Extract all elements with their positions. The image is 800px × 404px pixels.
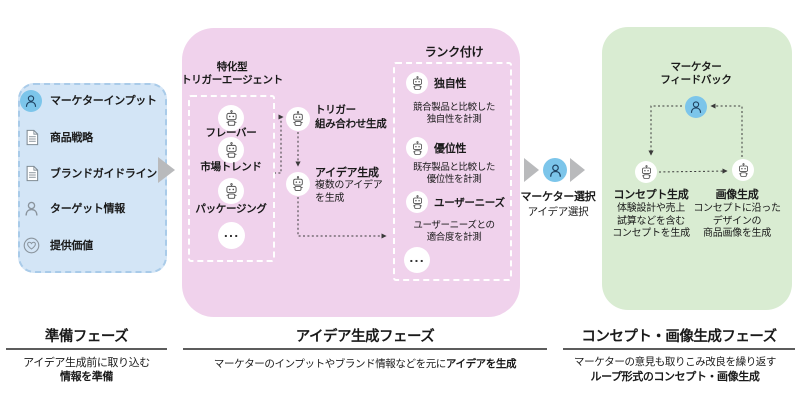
arrow-idea-to-selection [524, 158, 539, 182]
idea-phase-rule [183, 348, 547, 350]
idea-phase-title: アイデア生成フェーズ [295, 329, 435, 345]
agent-label: フレーバー [205, 127, 257, 139]
criterion-node [406, 72, 428, 94]
prep-phase-title: 準備フェーズ [44, 329, 129, 345]
robot-icon [639, 165, 654, 180]
criterion-node [406, 137, 428, 159]
ranking-more-node: ... [404, 247, 430, 273]
trigger-combo-label: トリガー 組み合わせ生成 [315, 104, 387, 130]
criterion-desc: ユーザーニーズとの 適合度を計測 [413, 220, 495, 243]
idea-gen-node [286, 172, 310, 196]
prep-phase-desc: アイデア生成前に取り込む 情報を準備 [23, 356, 150, 383]
image-gen-desc: コンセプトに沿った デザインの 商品画像を生成 [693, 203, 781, 239]
selection-title: マーケター選択 [520, 190, 596, 203]
feedback-title: マーケター フィードバック [660, 61, 732, 86]
robot-icon [410, 76, 425, 91]
ranking-title: ランク付け [424, 45, 484, 59]
feedback-avatar-icon [685, 96, 707, 118]
agent-label: パッケージング [195, 203, 267, 215]
criterion-desc: 競合製品と比較した 独自性を計測 [413, 102, 495, 125]
idea-gen-label: アイデア生成 複数のアイデア を生成 [315, 166, 383, 204]
connector-feedback-to-concept [648, 105, 682, 156]
heart-icon [22, 236, 41, 259]
person-icon [22, 199, 41, 222]
robot-icon [410, 141, 425, 156]
prep-item-label: 商品戦略 [50, 131, 93, 144]
robot-icon [290, 111, 306, 127]
connector-concept-to-image [658, 168, 728, 174]
document-icon [23, 164, 41, 187]
arrow-selection-to-concept [570, 158, 585, 182]
robot-icon [290, 176, 306, 192]
phase-arrows [158, 157, 585, 183]
concept-gen-node [635, 161, 657, 183]
criterion-label: ユーザーニーズ [434, 197, 505, 209]
ranking-group [393, 62, 512, 281]
prep-item-label: 提供価値 [50, 239, 93, 252]
trigger-agents-title: 特化型 トリガーエージェント [181, 61, 283, 86]
agent-label: 市場トレンド [200, 161, 262, 173]
concept-phase-desc: マーケターの意見も取りこみ改良を繰り返す ループ形式のコンセプト・画像生成 [574, 356, 776, 383]
prep-item-label: マーケターインプット [50, 94, 157, 107]
criterion-label: 優位性 [434, 142, 467, 155]
ellipsis: ... [409, 251, 425, 265]
idea-phase-panel [182, 28, 520, 317]
agents-more-node: ... [218, 222, 245, 249]
criterion-node [406, 191, 428, 213]
prep-item-label: ブランドガイドライン [50, 167, 157, 180]
connector-idea-to-ranking [297, 197, 387, 239]
robot-icon [223, 183, 240, 200]
prep-phase-panel [18, 83, 167, 273]
trigger-agents-group [188, 95, 275, 262]
connector-image-to-feedback [710, 103, 743, 157]
selection-subtitle: アイデア選択 [527, 206, 589, 218]
prep-item-label: ターゲット情報 [50, 202, 125, 215]
image-gen-title: 画像生成 [715, 188, 759, 201]
prep-phase-rule [6, 348, 167, 350]
concept-phase-panel [602, 27, 792, 310]
image-gen-node [732, 159, 754, 181]
marketer-avatar-icon [20, 90, 42, 112]
agent-node [218, 137, 244, 163]
ellipsis: ... [223, 227, 240, 240]
agent-node [218, 178, 244, 204]
criterion-desc: 既存製品と比較した 優位性を計測 [413, 162, 495, 185]
concept-gen-desc: 体験設計や売上 試算などを含む コンセプトを生成 [612, 203, 690, 239]
selection-avatar-icon [543, 158, 567, 182]
criterion-label: 独自性 [434, 77, 467, 90]
robot-icon [223, 110, 240, 127]
agent-node [218, 105, 244, 131]
trigger-combo-node [286, 107, 310, 131]
robot-icon [736, 163, 751, 178]
robot-icon [223, 142, 240, 159]
concept-phase-rule [563, 348, 795, 350]
concept-phase-title: コンセプト・画像生成フェーズ [581, 329, 777, 345]
concept-gen-title: コンセプト生成 [613, 188, 689, 201]
document-icon [23, 128, 41, 151]
arrow-prep-to-idea [158, 157, 175, 183]
idea-phase-desc: マーケターのインプットやブランド情報などを元にアイデアを生成 [213, 358, 517, 370]
robot-icon [410, 195, 425, 210]
